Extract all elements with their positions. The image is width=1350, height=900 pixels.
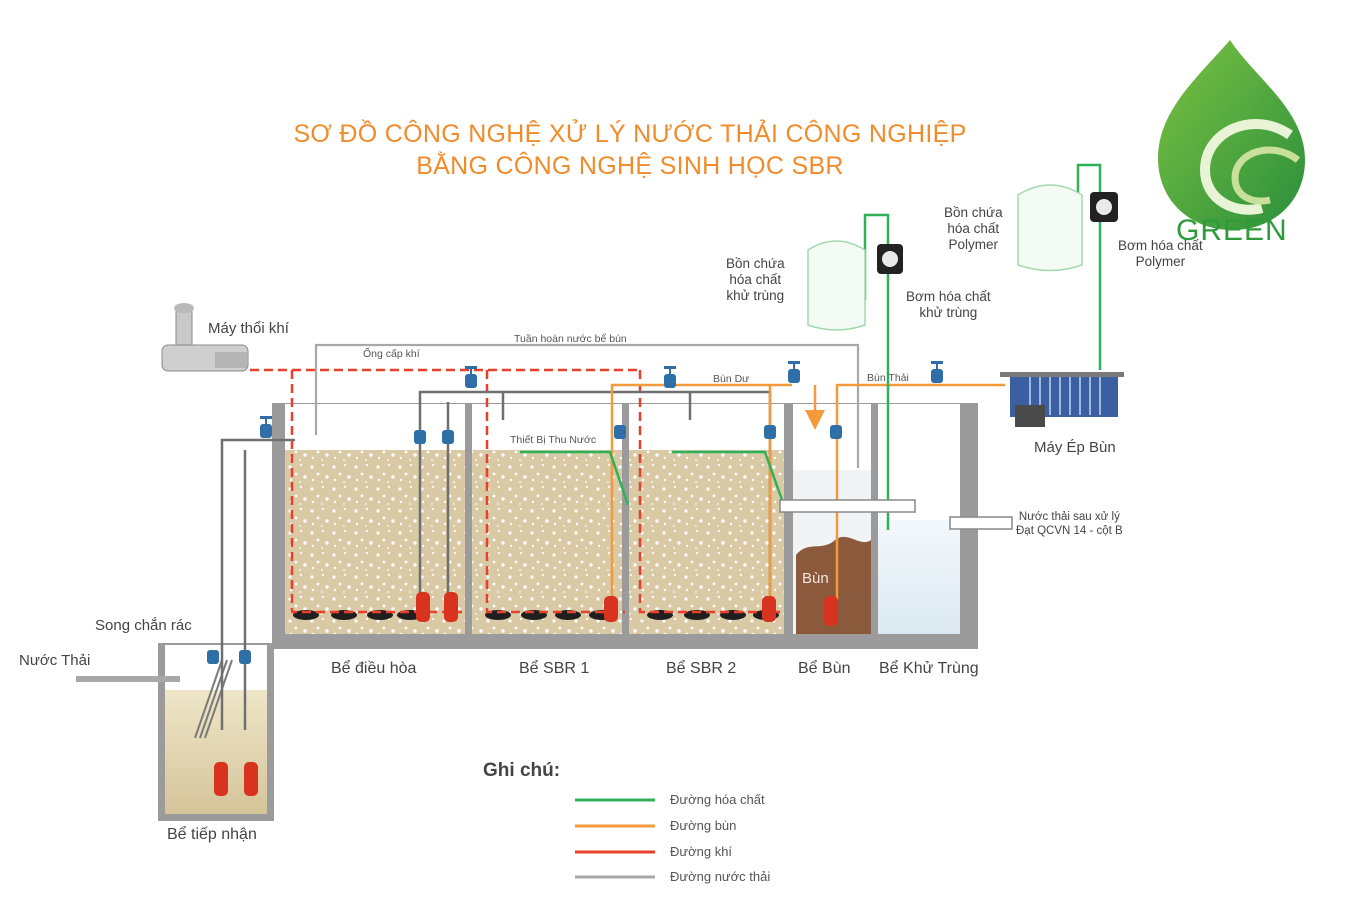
valve-icons [207, 361, 943, 664]
blower-label: Máy thổi khí [208, 320, 289, 337]
diagram-subtitle: BẰNG CÔNG NGHỆ SINH HỌC SBR [416, 152, 844, 180]
air-supply-label: Ống cấp khí [363, 348, 420, 360]
disinfectant-dosing-pump-icon [877, 244, 903, 274]
sbr1-liquid [472, 450, 622, 634]
air-blower-icon [161, 303, 249, 372]
excess-sludge-label: Bùn Dư [713, 373, 750, 385]
effluent-pipe [949, 516, 1013, 530]
chemical-lines [520, 163, 1102, 530]
legend-item-air: Đường khí [670, 844, 733, 859]
sludge-mass [796, 536, 871, 634]
legend-item-sludge: Đường bùn [670, 818, 737, 833]
disinfectant-tank-icon [807, 240, 866, 331]
inflow-pipe [76, 676, 180, 682]
sbr2-liquid [629, 450, 784, 634]
tank-label-disinfection: Bể Khử Trùng [879, 660, 979, 677]
tank-label-sbr1: Bể SBR 1 [519, 660, 590, 677]
filter-press-icon [1000, 372, 1124, 427]
sludge-inner-label: Bùn [802, 570, 829, 587]
filter-press-label: Máy Ép Bùn [1034, 439, 1116, 456]
effluent-label: Nước thải sau xử lý Đạt QCVN 14 - cột B [1016, 511, 1123, 537]
legend-title: Ghi chú: [483, 760, 561, 781]
sludge-recirc-label: Tuần hoàn nước bể bùn [514, 333, 627, 345]
decanter-label: Thiết Bị Thu Nước [510, 434, 597, 446]
polymer-tank-label: Bồn chứa hóa chất Polymer [944, 205, 1003, 252]
wastewater-lines [314, 343, 860, 468]
green-logo-icon [1158, 40, 1305, 230]
polymer-tank-icon [1017, 184, 1083, 272]
inflow-label: Nước Thải [19, 652, 91, 669]
pump-icons [214, 592, 838, 796]
sludge-lines [610, 383, 1005, 604]
legend-lines [575, 798, 655, 879]
legend-item-chemical: Đường hóa chất [670, 792, 765, 807]
diagram-title: SƠ ĐỒ CÔNG NGHỆ XỬ LÝ NƯỚC THẢI CÔNG NGH… [293, 120, 967, 148]
waste-sludge-label: Bùn Thải [867, 372, 909, 384]
brand-name: GREEN [1176, 214, 1288, 247]
tank-label-sbr2: Bể SBR 2 [666, 660, 737, 677]
polymer-dosing-pump-icon [1090, 192, 1118, 222]
legend-item-wastewater: Đường nước thải [670, 869, 771, 884]
tank-label-equalization: Bể điều hòa [331, 660, 417, 677]
overflow-pipe [779, 499, 916, 513]
equalization-liquid [285, 450, 465, 634]
tank-label-sludge: Bể Bùn [798, 660, 851, 677]
polymer-pump-label: Bơm hóa chất Polymer [1118, 238, 1203, 269]
disinfectant-tank-label: Bồn chứa hóa chất khử trùng [726, 256, 785, 303]
disinfectant-pump-label: Bơm hóa chất khử trùng [906, 289, 991, 320]
disinfection-liquid [878, 520, 960, 634]
tank-label-receiving: Bể tiếp nhận [167, 826, 257, 843]
screen-label: Song chắn rác [95, 617, 192, 634]
